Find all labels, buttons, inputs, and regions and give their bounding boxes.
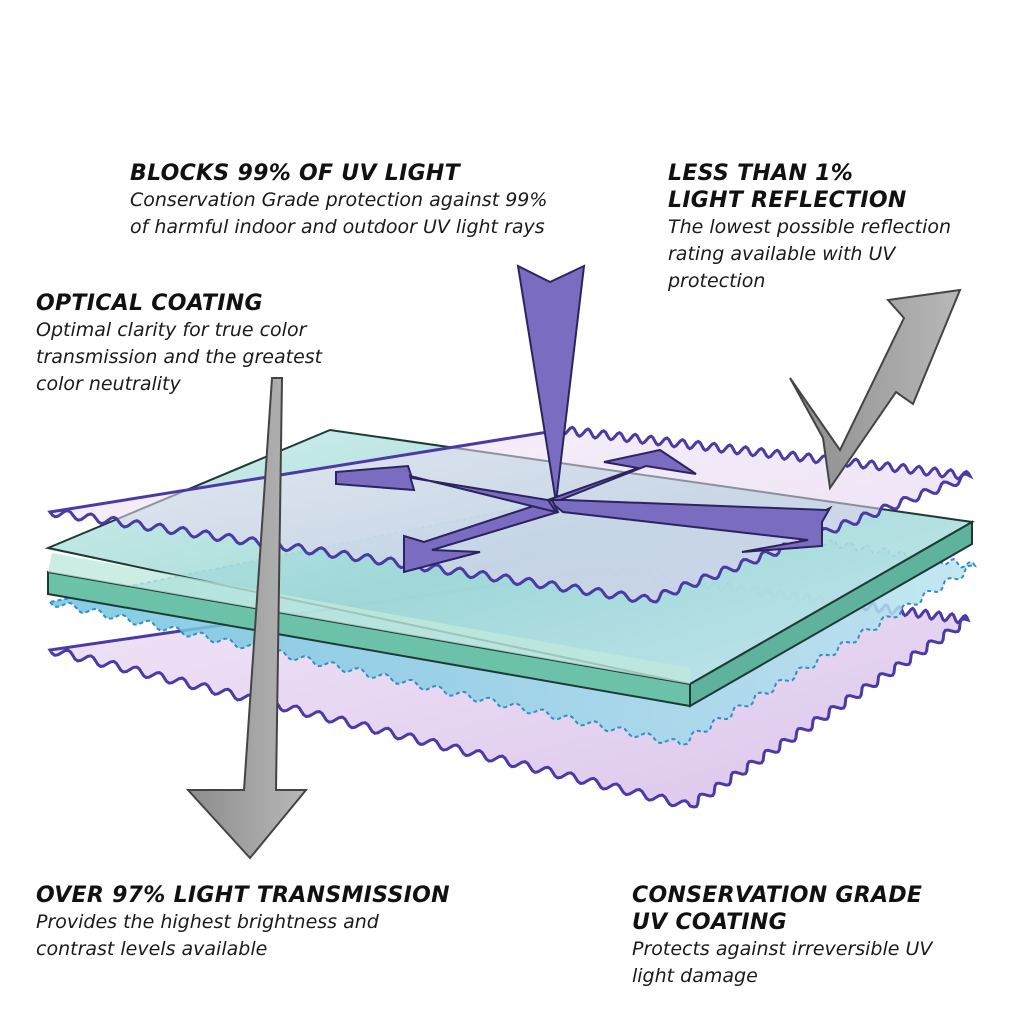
optical-coating-title: OPTICAL COATING — [36, 291, 263, 316]
uv-blocking-arrows — [335, 264, 833, 574]
uv-block-label: BLOCKS 99% OF UV LIGHT Conservation Grad… — [130, 160, 670, 241]
conservation-grade-label: CONSERVATION GRADE UV COATING Protects a… — [632, 882, 1012, 990]
uv-block-title: BLOCKS 99% OF UV LIGHT — [130, 161, 460, 186]
reflection-label: LESS THAN 1% LIGHT REFLECTION The lowest… — [668, 160, 1018, 295]
reflection-arrow — [789, 288, 962, 491]
reflection-description: The lowest possible reflection rating av… — [668, 216, 952, 292]
transmission-description: Provides the highest brightness and cont… — [36, 911, 379, 960]
uv-block-description: Conservation Grade protection against 99… — [130, 189, 548, 238]
optical-coating-description: Optimal clarity for true color transmiss… — [36, 319, 323, 395]
transmission-arrow — [185, 377, 309, 860]
optical-coating-label: OPTICAL COATING Optimal clarity for true… — [36, 290, 416, 398]
conservation-grade-description: Protects against irreversible UV light d… — [632, 938, 933, 987]
transmission-label: OVER 97% LIGHT TRANSMISSION Provides the… — [36, 882, 556, 963]
transmission-title: OVER 97% LIGHT TRANSMISSION — [36, 883, 450, 908]
reflection-title: LESS THAN 1% LIGHT REFLECTION — [668, 161, 907, 213]
conservation-grade-title: CONSERVATION GRADE UV COATING — [632, 883, 923, 935]
